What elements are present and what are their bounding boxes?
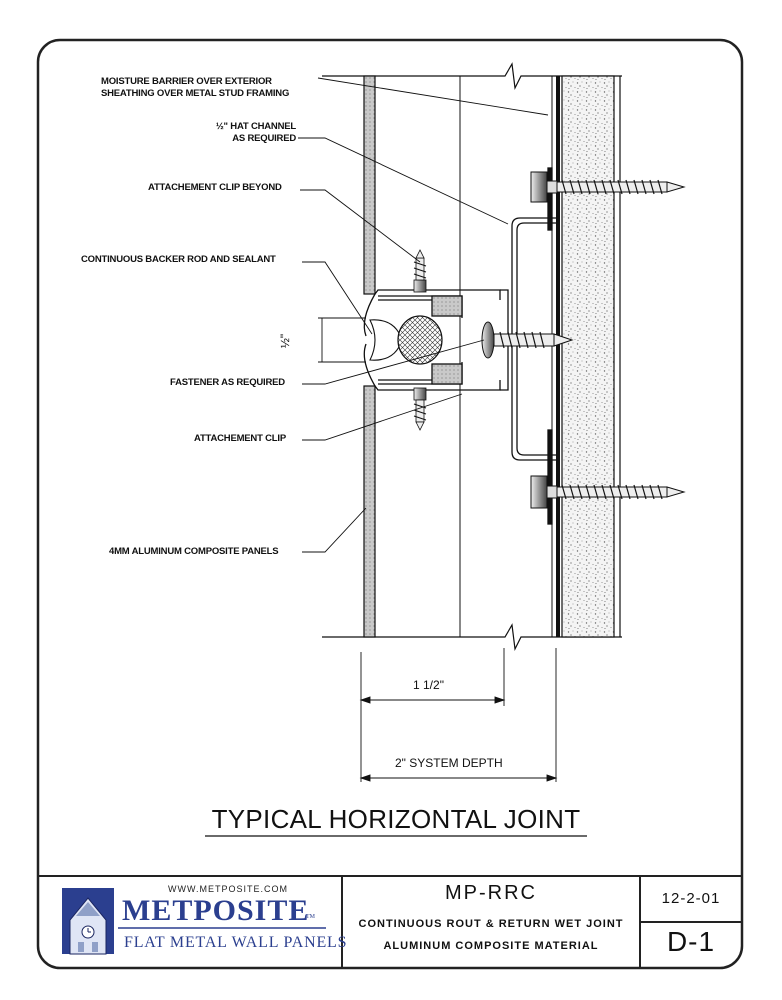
product-desc-line1: CONTINUOUS ROUT & RETURN WET JOINT: [358, 918, 624, 930]
label-line: MOISTURE BARRIER OVER EXTERIOR: [101, 76, 272, 87]
brand-website: WWW.METPOSITE.COM: [168, 884, 288, 894]
stud-framing: [459, 76, 553, 637]
attachment-clip: [363, 289, 509, 391]
product-code: MP-RRC: [445, 882, 537, 904]
acm-panel: [363, 75, 376, 638]
label-line: AS REQUIRED: [232, 133, 296, 144]
depth-dimensions: [359, 648, 558, 782]
label-acm-panels: 4MM ALUMINUM COMPOSITE PANELS: [109, 546, 279, 557]
dim-system-depth: 2" SYSTEM DEPTH: [395, 756, 503, 770]
leaders: [298, 77, 549, 553]
sheet-number: D-1: [666, 926, 716, 957]
label-fastener: FASTENER AS REQUIRED: [170, 377, 285, 388]
moisture-barrier: [556, 76, 560, 637]
label-clip-beyond: ATTACHEMENT CLIP BEYOND: [148, 182, 282, 193]
drawing-date: 12-2-01: [661, 890, 721, 907]
sheet-border: [36, 38, 744, 970]
brand-tagline: FLAT METAL WALL PANELS: [124, 934, 348, 951]
label-line: ½" HAT CHANNEL: [215, 121, 296, 132]
logo-building-icon: [62, 888, 114, 955]
label-backer-rod: CONTINUOUS BACKER ROD AND SEALANT: [81, 254, 276, 265]
clip-screw-top: [413, 249, 427, 293]
label-moisture-barrier: MOISTURE BARRIER OVER EXTERIOR SHEATHING…: [101, 76, 289, 100]
center-fastener: [481, 321, 574, 359]
sheathing-screw-bottom: [530, 475, 686, 509]
label-line: SHEATHING OVER METAL STUD FRAMING: [101, 88, 290, 99]
product-desc-line2: ALUMINUM COMPOSITE MATERIAL: [383, 940, 599, 952]
brand-name: METPOSITE: [122, 894, 310, 927]
exterior-sheathing: [561, 75, 615, 638]
brand-trademark: TM: [306, 914, 315, 920]
label-hat-channel: ½" HAT CHANNEL AS REQUIRED: [196, 121, 296, 145]
break-lines: [322, 62, 622, 652]
dim-inner: 1 1/2": [413, 678, 444, 692]
backer-rod-sealant: [369, 315, 443, 365]
joint-dimension: [318, 317, 366, 363]
label-attach-clip: ATTACHEMENT CLIP: [194, 433, 286, 444]
clip-screw-bottom: [413, 387, 427, 431]
drawing-title: TYPICAL HORIZONTAL JOINT: [211, 804, 581, 834]
dim-joint-gap: ½": [278, 333, 293, 349]
sheathing-screw-top: [530, 171, 686, 203]
